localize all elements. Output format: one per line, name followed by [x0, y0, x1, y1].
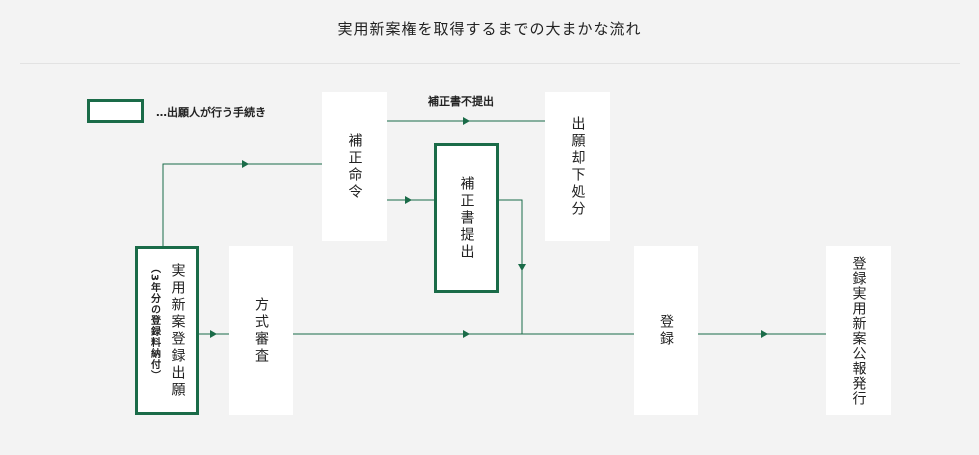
node-dismissal: 出願却下処分	[545, 92, 610, 241]
arrow-head	[463, 330, 470, 338]
legend-text: …出願人が行う手続き	[156, 106, 266, 119]
node-application-label: 実用新案登録出願	[169, 262, 186, 399]
legend-swatch	[87, 99, 144, 123]
node-formality-check: 方式審査	[229, 246, 293, 415]
arrow-head	[463, 117, 470, 125]
node-registration: 登録	[634, 246, 698, 415]
node-publication-label: 登録実用新案公報発行	[850, 255, 867, 406]
node-application: 実用新案登録出願 （3年分の登録料納付）	[135, 246, 199, 415]
arrow-head	[242, 160, 249, 168]
no-amendment-label: 補正書不提出	[428, 95, 494, 108]
arrow-head	[405, 196, 412, 204]
arrow-head	[210, 330, 217, 338]
arrow-head	[761, 330, 768, 338]
edge-submit-main	[498, 199, 523, 334]
node-amendment-order: 補正命令	[322, 92, 387, 241]
arrow-head	[518, 264, 526, 271]
title-divider	[20, 63, 960, 64]
node-publication: 登録実用新案公報発行	[826, 246, 891, 415]
node-dismissal-label: 出願却下処分	[569, 115, 586, 218]
node-amendment-submit: 補正書提出	[434, 143, 499, 293]
node-application-note: （3年分の登録料納付）	[148, 262, 160, 381]
diagram-title: 実用新案権を取得するまでの大まかな流れ	[337, 20, 642, 38]
node-formality-check-label: 方式審査	[253, 296, 269, 365]
node-amendment-order-label: 補正命令	[346, 132, 363, 201]
edge-application-amendment-order	[162, 163, 322, 247]
node-amendment-submit-label: 補正書提出	[458, 175, 475, 261]
node-registration-label: 登録	[658, 313, 674, 348]
